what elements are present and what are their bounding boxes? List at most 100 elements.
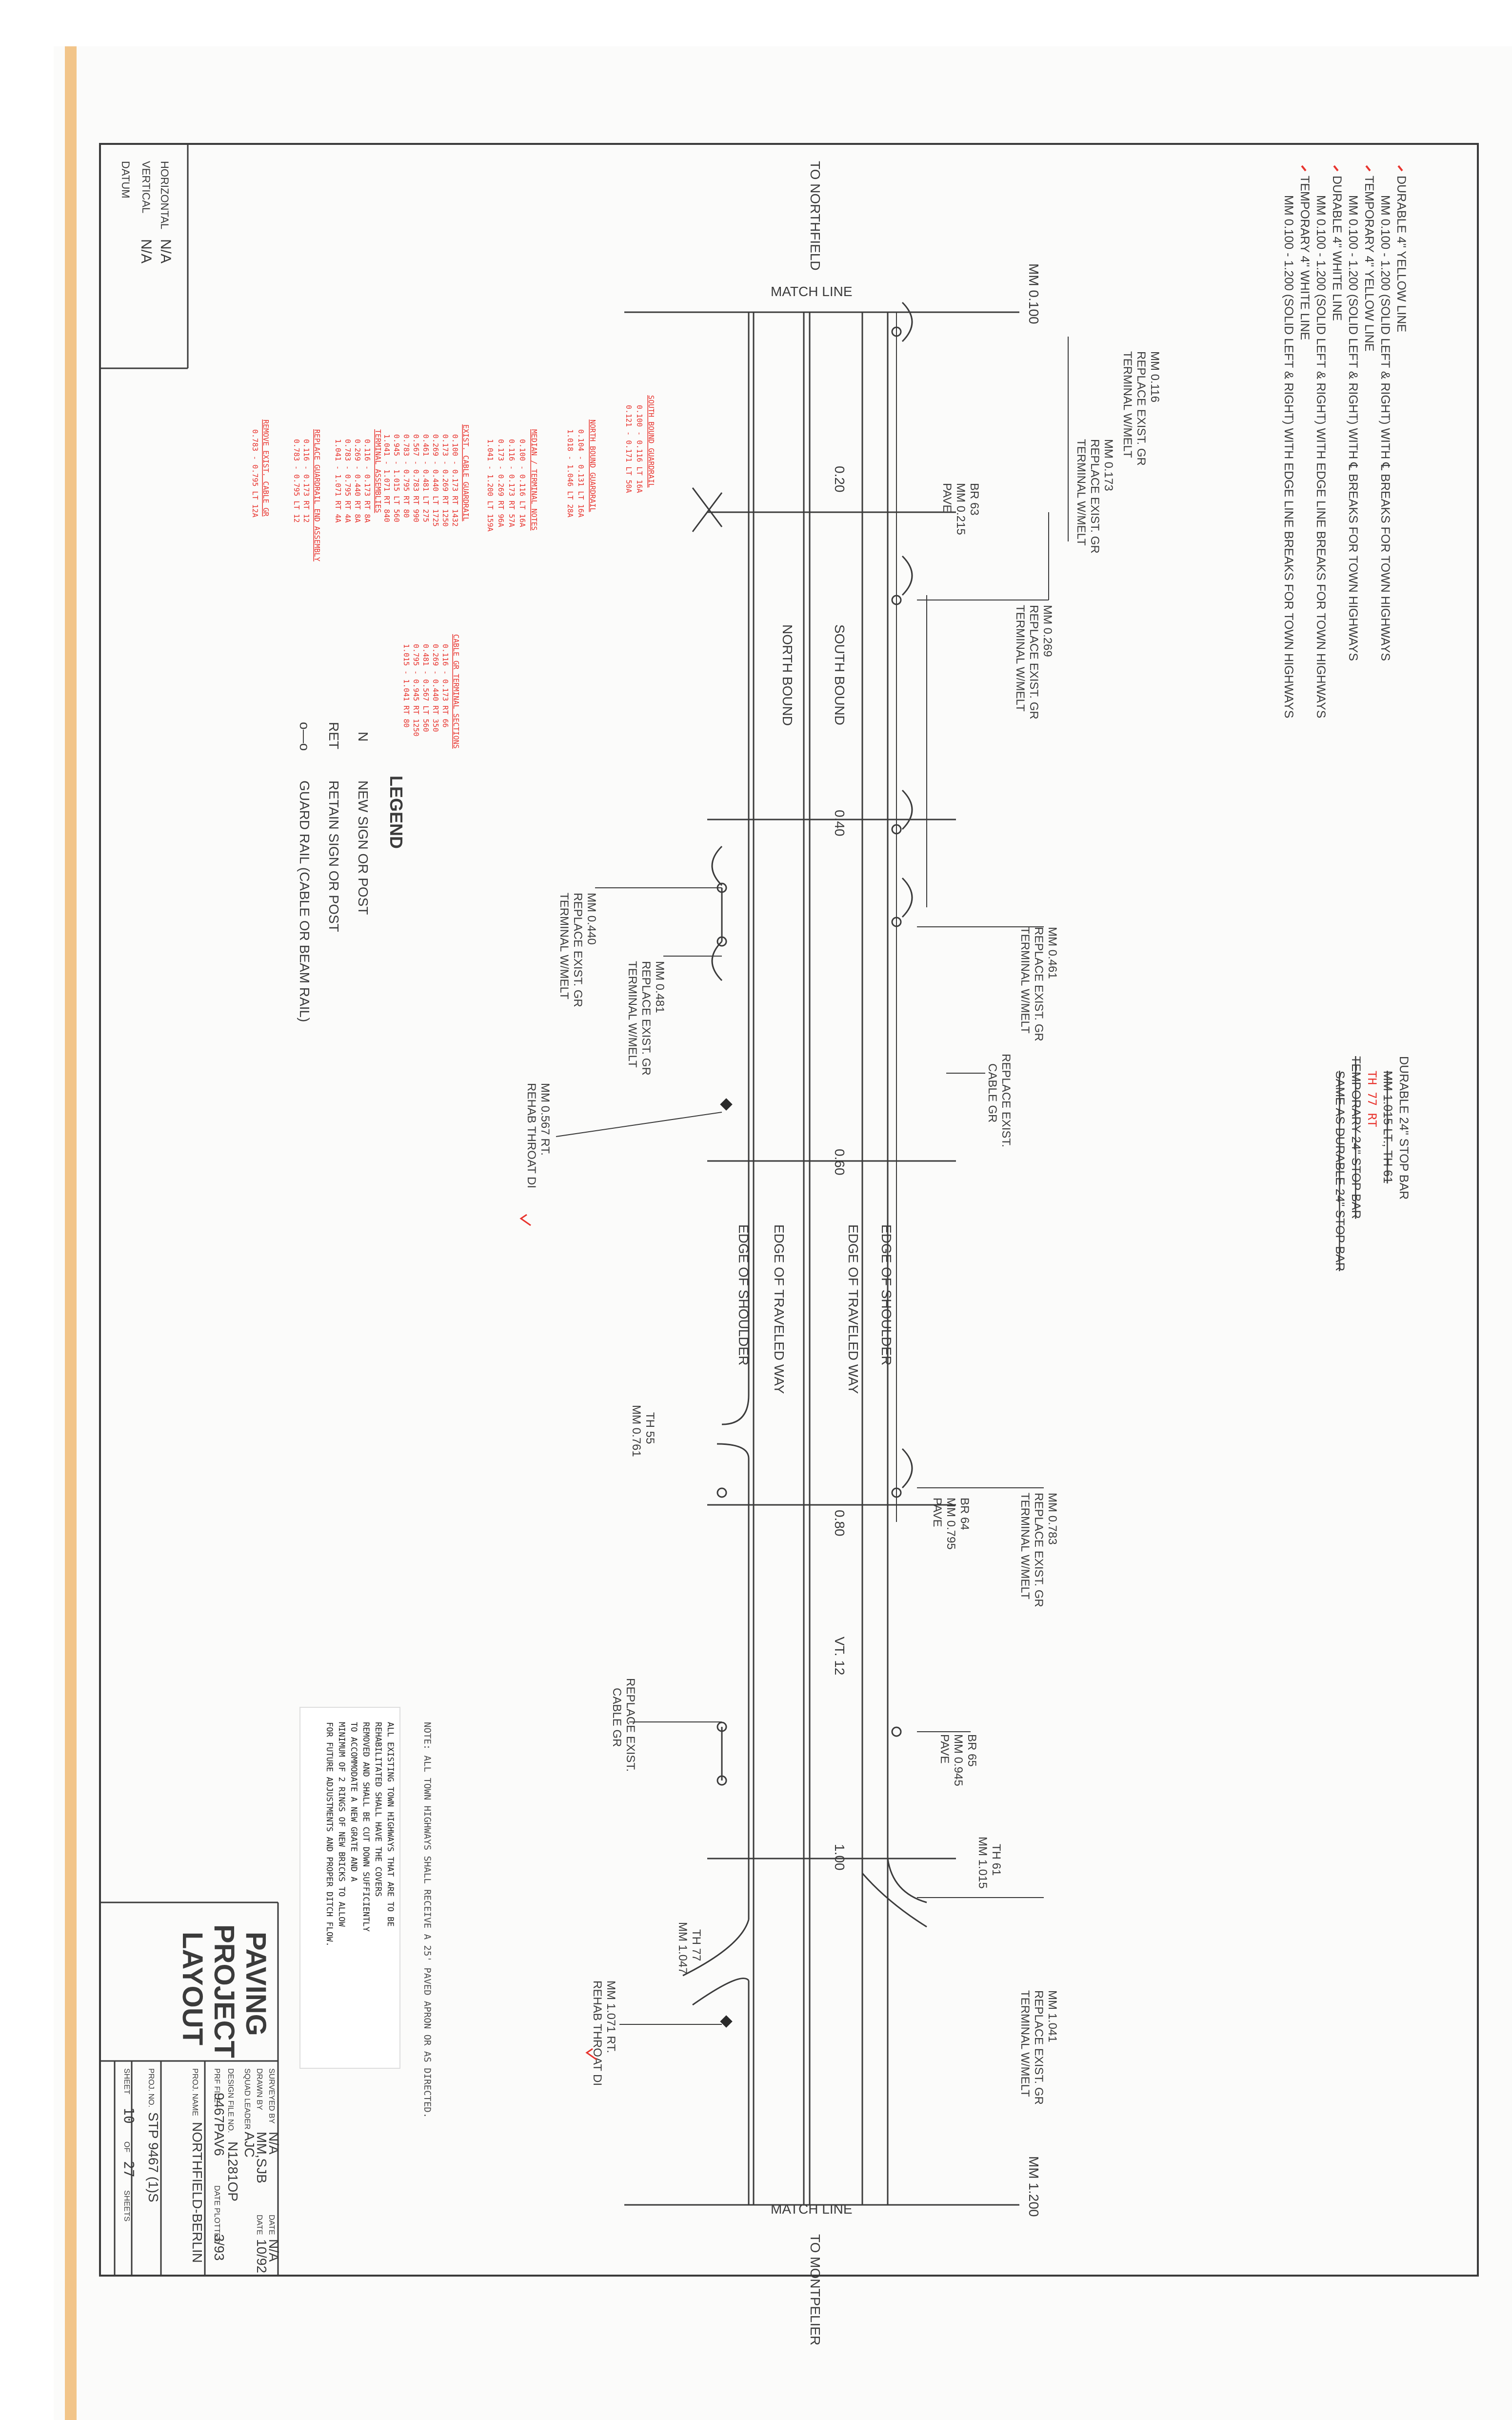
svg-text:0.783 - 0.795 LT 12A: 0.783 - 0.795 LT 12A [251,429,259,518]
svg-text:PAVE: PAVE [938,1734,951,1763]
guardrail-symbols [692,301,927,1786]
svg-text:TERMINAL W/MELT: TERMINAL W/MELT [557,893,571,1000]
th61-road [861,1858,927,1928]
svg-text:TERMINAL W/MELT: TERMINAL W/MELT [1074,439,1088,546]
svg-text:REPLACE EXIST. GR: REPLACE EXIST. GR [1032,1493,1045,1607]
to-montpelier: TO MONTPELIER [808,2234,823,2345]
svg-text:0.100 - 0.116 LT 16A: 0.100 - 0.116 LT 16A [518,439,527,527]
svg-text:MM 0.173: MM 0.173 [1102,439,1115,491]
svg-text:REPLACE GUARDRAIL END ASSEMBLY: REPLACE GUARDRAIL END ASSEMBLY [313,429,321,561]
datum-vertical-value: N/A [138,239,154,263]
svg-text:0.461 - 0.481 LT 275: 0.461 - 0.481 LT 275 [421,434,430,522]
callout-br-64: BR 64 MM 0.795 PAVE [931,1498,971,1550]
svg-text:REPLACE EXIST. GR: REPLACE EXIST. GR [1088,439,1101,554]
note-line-4: MM 0.100 - 1.200 (SOLID LEFT & RIGHT) WI… [1346,195,1360,661]
stop-bar-same-as: SAME AS DURABLE 24" STOP BAR [1333,1071,1347,1271]
svg-text:BR 65: BR 65 [965,1734,978,1767]
svg-text:MM 0.795: MM 0.795 [944,1498,957,1550]
markup-note-2: NORTH BOUND GUARDRAIL 0.104 - 0.131 LT 1… [566,420,597,518]
south-bound-label: SOUTH BOUND [832,624,847,725]
callout-th-77: TH 77 MM 1.047 [676,1922,703,1974]
svg-text:MM 1.047: MM 1.047 [676,1922,689,1974]
svg-text:PAVE: PAVE [940,483,954,512]
svg-text:0.269 - 0.440 RT 350: 0.269 - 0.440 RT 350 [431,644,440,732]
markup-note-7: REPLACE GUARDRAIL END ASSEMBLY 0.116 - 0… [292,429,321,561]
svg-text:0.100 - 0.116 LT 16A: 0.100 - 0.116 LT 16A [635,405,644,493]
svg-text:0.116 - 0.173 RT 12: 0.116 - 0.173 RT 12 [302,439,311,523]
title-layout: LAYOUT [177,1932,208,2045]
prf-file-label: PRF FILE [213,2068,221,2102]
design-file-value: N1281OP [225,2141,240,2201]
station-0-20: 0.20 [832,466,847,493]
callout-mm-1-071: MM 1.071 RT. REHAB THROAT DI [591,1980,617,2086]
svg-text:0.795 - 0.945 RT 1250: 0.795 - 0.945 RT 1250 [412,644,420,737]
svg-text:1.018 - 1.046 LT 28A: 1.018 - 1.046 LT 28A [566,429,575,518]
markup-notes: SOUTH BOUND GUARDRAIL 0.100 - 0.116 LT 1… [251,395,656,749]
svg-text:1.041 - 1.200 LT 159A: 1.041 - 1.200 LT 159A [486,439,495,532]
date1-label: DATE [267,2215,276,2235]
note-checkmarks [1301,165,1403,172]
markup-note-3: MEDIAN / TERMINAL NOTES 0.100 - 0.116 LT… [486,429,538,532]
station-1-00: 1.00 [832,1844,847,1871]
drawing-border [99,143,1479,2277]
svg-text:0.173 - 0.269 RT 1250: 0.173 - 0.269 RT 1250 [441,434,450,527]
note-line-8: MM 0.100 - 1.200 (SOLID LEFT & RIGHT) WI… [1282,195,1295,718]
of-label: OF [122,2141,131,2152]
match-line-south-label: MATCH LINE [771,2201,853,2217]
callout-mm-0-481: MM 0.481 REPLACE EXIST. GR TERMINAL W/ME… [626,961,666,1076]
edge-traveled-top-label: EDGE OF TRAVELED WAY [846,1224,861,1394]
svg-text:TERMINAL W/MELT: TERMINAL W/MELT [1018,1493,1032,1600]
svg-text:0.783 - 0.795 RT 4A: 0.783 - 0.795 RT 4A [343,439,352,523]
datum-horizontal-value: N/A [158,239,174,263]
design-file-label: DESIGN FILE NO. [226,2068,235,2133]
svg-text:0.567 - 0.783 RT 990: 0.567 - 0.783 RT 990 [412,434,420,522]
svg-text:PAVE: PAVE [931,1498,944,1527]
title-block-text: PAVING PROJECT LAYOUT SURVEYED BY N/A DA… [121,1924,281,2273]
date2-label: DATE [255,2215,263,2235]
note-box-line-6: FOR FUTURE ADJUSTMENTS AND PROPER DITCH … [324,1722,334,1947]
note-line-7: TEMPORARY 4" WHITE LINE [1298,176,1312,340]
svg-text:REPLACE EXIST. GR: REPLACE EXIST. GR [639,961,653,1076]
note-line-2: MM 0.100 - 1.200 (SOLID LEFT & RIGHT) WI… [1378,195,1392,661]
title-block [100,1901,279,2276]
drawn-by-value: MM,SJB [254,2132,269,2183]
mm-start: MM 0.100 [1026,263,1041,324]
svg-text:TERMINAL W/MELT: TERMINAL W/MELT [1018,927,1032,1034]
datum-vertical-label: VERTICAL [140,161,152,213]
stop-bar-mm: MM 1.015 LT., TH 61 [1381,1071,1394,1183]
edge-traveled-bottom-label: EDGE OF TRAVELED WAY [772,1224,787,1394]
note-line-6: MM 0.100 - 1.200 (SOLID LEFT & RIGHT) WI… [1314,195,1328,718]
svg-text:MM 0.269: MM 0.269 [1041,605,1054,657]
sheet-label: SHEET [122,2068,131,2095]
note-box-line-5: MINIMUM OF 2 RINGS OF NEW BRICKS TO ALLO… [337,1722,346,1927]
legend: LEGEND N NEW SIGN OR POST RET RETAIN SIG… [297,722,406,1022]
sheet-total-value: 27 [121,2161,137,2178]
svg-text:CABLE GR: CABLE GR [986,1063,999,1122]
svg-text:REHAB THROAT DI: REHAB THROAT DI [591,1980,604,2086]
svg-text:CABLE GR TERMINAL SECTIONS: CABLE GR TERMINAL SECTIONS [452,634,460,749]
note-line-5: DURABLE 4" WHITE LINE [1330,176,1344,321]
stop-bar-durable: DURABLE 24" STOP BAR [1397,1056,1411,1200]
proj-name-value: NORTHFIELD-BERLIN [190,2122,205,2263]
svg-text:MM 1.041: MM 1.041 [1046,1990,1059,2042]
markup-note-5: CABLE GR TERMINAL SECTIONS 0.116 - 0.173… [402,634,460,749]
note-box-line-4: TO ACCOMMODATE A NEW GRATE AND A [349,1722,358,1882]
callout-mm-0-783: MM 0.783 REPLACE EXIST. GR TERMINAL W/ME… [1018,1493,1059,1607]
general-notes: DURABLE 4" YELLOW LINE MM 0.100 - 1.200 … [1282,165,1408,718]
svg-text:MM 0.461: MM 0.461 [1046,927,1059,979]
prf-file-value: 9467PAV6 [212,2093,227,2156]
note-box-line-1: ALL EXISTING TOWN HIGHWAYS THAT ARE TO B… [385,1722,395,1927]
svg-text:1.041 - 1.071 RT 840: 1.041 - 1.071 RT 840 [382,434,391,522]
to-northfield: TO NORTHFIELD [808,161,823,271]
th77-road [682,1919,750,2006]
station-0-60: 0.60 [832,1149,847,1176]
station-ticks [707,511,956,1860]
legend-text-new: NEW SIGN OR POST [356,780,371,915]
svg-text:TH 61: TH 61 [990,1844,1003,1876]
datum-horizontal-label: HORIZONTAL [159,161,171,229]
surveyed-by-value: N/A [266,2132,281,2155]
svg-text:NORTH BOUND GUARDRAIL: NORTH BOUND GUARDRAIL [588,420,597,512]
markup-note-1: SOUTH BOUND GUARDRAIL 0.100 - 0.116 LT 1… [624,395,656,493]
legend-symbol-guardrail: o—o [297,722,312,751]
svg-text:0.481 - 0.567 LT 560: 0.481 - 0.567 LT 560 [421,644,430,732]
